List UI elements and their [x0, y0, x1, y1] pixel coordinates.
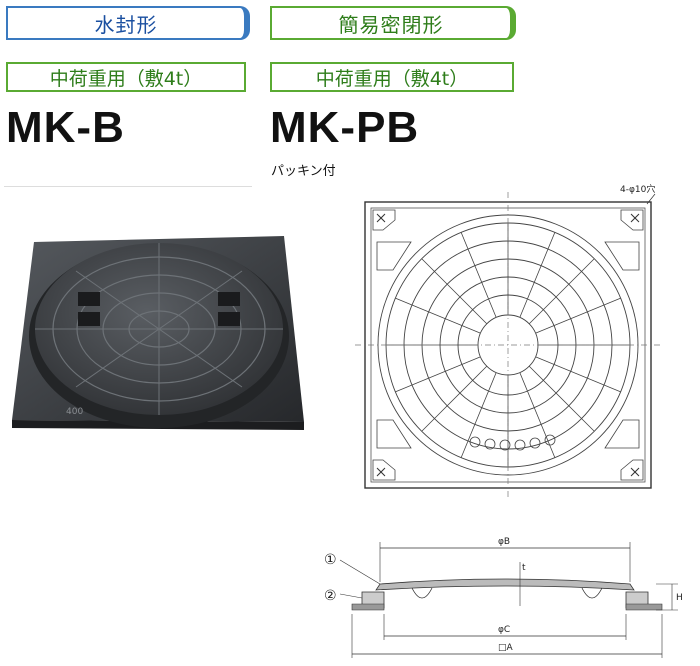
- type-tab-label: 簡易密閉形: [338, 12, 444, 37]
- type-tab-simple-sealed: 簡易密閉形: [270, 6, 516, 40]
- dim-a: □A: [498, 643, 514, 653]
- dim-h: H: [676, 593, 683, 603]
- dim-b: φB: [498, 537, 510, 547]
- top-view-drawing: 4-φ10穴: [355, 183, 661, 498]
- model-mk-pb: MK-PB: [270, 103, 420, 152]
- packing-note: パッキン付: [271, 164, 336, 179]
- section-drawing: φB t H φC □A ① ②: [324, 537, 683, 658]
- load-class-label: 中荷重用（敷4t）: [49, 67, 203, 90]
- type-tab-water-seal: 水封形: [6, 6, 250, 40]
- emboss-text: 400: [66, 407, 83, 417]
- callout-2: ②: [324, 588, 337, 604]
- divider-left: [4, 186, 252, 187]
- model-mk-b: MK-B: [6, 103, 125, 152]
- callout-1: ①: [324, 552, 337, 568]
- load-class-left: 中荷重用（敷4t）: [6, 62, 246, 92]
- product-photo: 400: [12, 236, 304, 430]
- load-class-right: 中荷重用（敷4t）: [270, 62, 514, 92]
- dim-c: φC: [498, 625, 510, 635]
- hole-label: 4-φ10穴: [620, 183, 655, 195]
- dim-t: t: [522, 563, 526, 573]
- load-class-label: 中荷重用（敷4t）: [315, 67, 469, 90]
- type-tab-label: 水封形: [94, 12, 158, 37]
